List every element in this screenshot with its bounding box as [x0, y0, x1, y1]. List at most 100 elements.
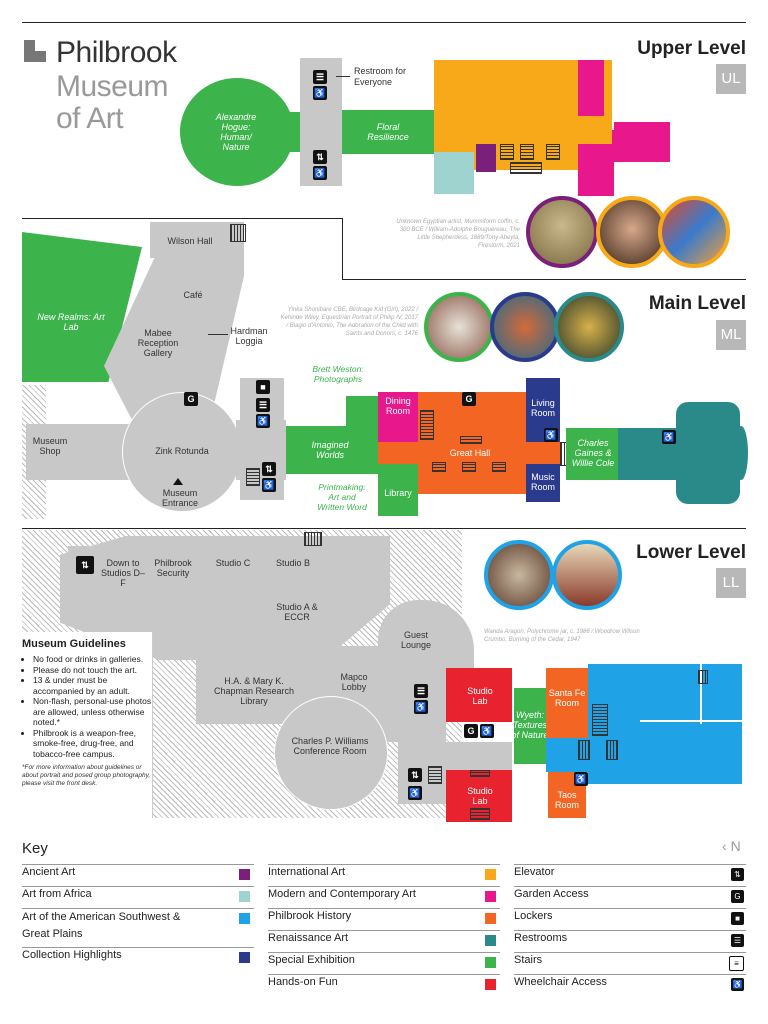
- artwork-adoration: [554, 292, 624, 362]
- wyeth-gallery[interactable]: [514, 688, 546, 764]
- wheelchair-icon: ♿: [414, 700, 428, 714]
- brand-line-2: Museum: [56, 70, 169, 103]
- wheelchair-icon: ♿: [408, 786, 422, 800]
- stairs-icon: [304, 532, 322, 546]
- music-room[interactable]: [526, 464, 560, 502]
- mabee-label: Mabee Reception Gallery: [137, 328, 179, 358]
- upper-credit: Unknown Egyptian artist, Mummiform coffi…: [396, 219, 520, 249]
- key-row-southwest: Art of the American Southwest & Great Pl…: [22, 908, 254, 947]
- modern-gallery-2[interactable]: [578, 144, 614, 196]
- key-label: Elevator: [514, 866, 555, 878]
- swatch-handson: [485, 979, 496, 990]
- modern-gallery-1[interactable]: [578, 60, 604, 116]
- lower-level-title: Lower Level: [636, 542, 746, 563]
- studio-lab-1-label: Studio Lab: [467, 686, 493, 706]
- museum-shop[interactable]: [26, 424, 130, 480]
- southwest-gallery[interactable]: [588, 664, 742, 784]
- wheelchair-icon: ♿: [480, 724, 494, 738]
- guideline-item: Non-flash, personal-use photos are allow…: [33, 696, 152, 728]
- key-label: Special Exhibition: [268, 954, 355, 966]
- guidelines-note: *For more information about guidelines o…: [22, 764, 151, 787]
- wheelchair-icon: ♿: [574, 772, 588, 786]
- key-label: Renaissance Art: [268, 932, 349, 944]
- garden-icon: G: [462, 392, 476, 406]
- artwork-birdcage: [424, 292, 494, 362]
- taos-label: Taos Room: [554, 790, 579, 810]
- guideline-item: Please do not touch the art.: [33, 665, 152, 676]
- key-label: Wheelchair Access: [514, 976, 607, 988]
- stairs-icon: [510, 162, 542, 174]
- hogue-gallery[interactable]: [180, 78, 294, 186]
- swatch-ancient: [239, 869, 250, 880]
- swatch-history: [485, 913, 496, 924]
- key-label: Art from Africa: [22, 888, 92, 900]
- wyeth-label: Wyeth: Textures of Nature: [511, 710, 549, 740]
- guideline-item: No food or drinks in galleries.: [33, 654, 152, 665]
- stairs-icon: [606, 740, 618, 760]
- key-row-wheelchair: Wheelchair Access ♿: [514, 974, 746, 996]
- wheelchair-icon: ♿: [544, 428, 558, 442]
- studio-c-label: Studio C: [215, 558, 251, 568]
- dining-label: Dining Room: [385, 396, 411, 416]
- swatch-highlights: [239, 952, 250, 963]
- elevator-icon: ⇅: [76, 556, 94, 574]
- main-level-title: Main Level: [648, 293, 746, 314]
- santa-fe-label: Santa Fe Room: [548, 688, 586, 708]
- restroom-icon: ☰: [256, 398, 270, 412]
- studio-lab-1[interactable]: [446, 668, 512, 722]
- dining-room[interactable]: [378, 392, 418, 442]
- key-label: International Art: [268, 866, 346, 878]
- gaines-gallery[interactable]: [566, 428, 618, 480]
- stairs-icon: [470, 808, 490, 820]
- santa-fe-room[interactable]: [546, 668, 588, 738]
- imagined-worlds[interactable]: [286, 426, 378, 474]
- williams-conference[interactable]: [274, 696, 388, 810]
- zink-rotunda[interactable]: [122, 392, 242, 512]
- key-row-special: Special Exhibition: [268, 952, 500, 974]
- hogue-label: Alexandre Hogue: Human/ Nature: [215, 112, 257, 152]
- key-row-history: Philbrook History: [268, 908, 500, 930]
- key-row-restrooms: Restrooms ☰: [514, 930, 746, 952]
- entrance-marker: [173, 478, 183, 485]
- down-studios-label: Down to Studios D–F: [100, 558, 146, 588]
- key-label: Hands-on Fun: [268, 976, 338, 988]
- restroom-label: Restroom for Everyone: [354, 66, 407, 87]
- ancient-gallery[interactable]: [476, 144, 496, 172]
- key-label: Art of the American Southwest & Great Pl…: [22, 911, 181, 940]
- stairs-icon: [470, 770, 490, 777]
- stairs-icon: [698, 670, 708, 684]
- garden-icon: G: [731, 890, 744, 903]
- key-row-stairs: Stairs ≡: [514, 952, 746, 974]
- floral-gallery[interactable]: [342, 110, 434, 154]
- key-label: Garden Access: [514, 888, 589, 900]
- artwork-firestorm: [658, 196, 730, 268]
- security-label: Philbrook Security: [154, 558, 192, 578]
- stairs-icon: [432, 462, 446, 472]
- printmaking-label: Printmaking: Art and Written Word: [317, 482, 367, 512]
- elevator-icon: ⇅: [408, 768, 422, 782]
- upper-level-badge: UL: [716, 64, 746, 94]
- modern-gallery-3[interactable]: [614, 122, 670, 162]
- library[interactable]: [378, 464, 418, 516]
- key-row-modern: Modern and Contemporary Art: [268, 886, 500, 908]
- imagined-label: Imagined Worlds: [311, 440, 349, 460]
- lower-level-badge: LL: [716, 568, 746, 598]
- floral-label: Floral Resilience: [367, 122, 409, 142]
- stairs-icon: [230, 224, 246, 242]
- section-rule: [22, 218, 342, 219]
- lower-credit: Wanda Aragon, Polychrome jar, c. 1986 / …: [484, 629, 640, 643]
- africa-gallery[interactable]: [434, 152, 474, 194]
- key-row-highlights: Collection Highlights: [22, 947, 254, 969]
- stairs-icon: ≡: [729, 956, 744, 971]
- guidelines-box: Museum Guidelines No food or drinks in g…: [22, 632, 153, 818]
- guest-label: Guest Lounge: [400, 630, 432, 650]
- elevator-icon: ⇅: [262, 462, 276, 476]
- garden-icon: G: [184, 392, 198, 406]
- museum-shop-label: Museum Shop: [32, 436, 68, 456]
- swatch-special: [485, 957, 496, 968]
- top-rule: [22, 22, 746, 23]
- key-row-handson: Hands-on Fun: [268, 974, 500, 996]
- gaines-label: Charles Gaines & Willie Cole: [571, 438, 615, 468]
- section-rule: [22, 528, 746, 529]
- studio-lab-2-label: Studio Lab: [467, 786, 493, 806]
